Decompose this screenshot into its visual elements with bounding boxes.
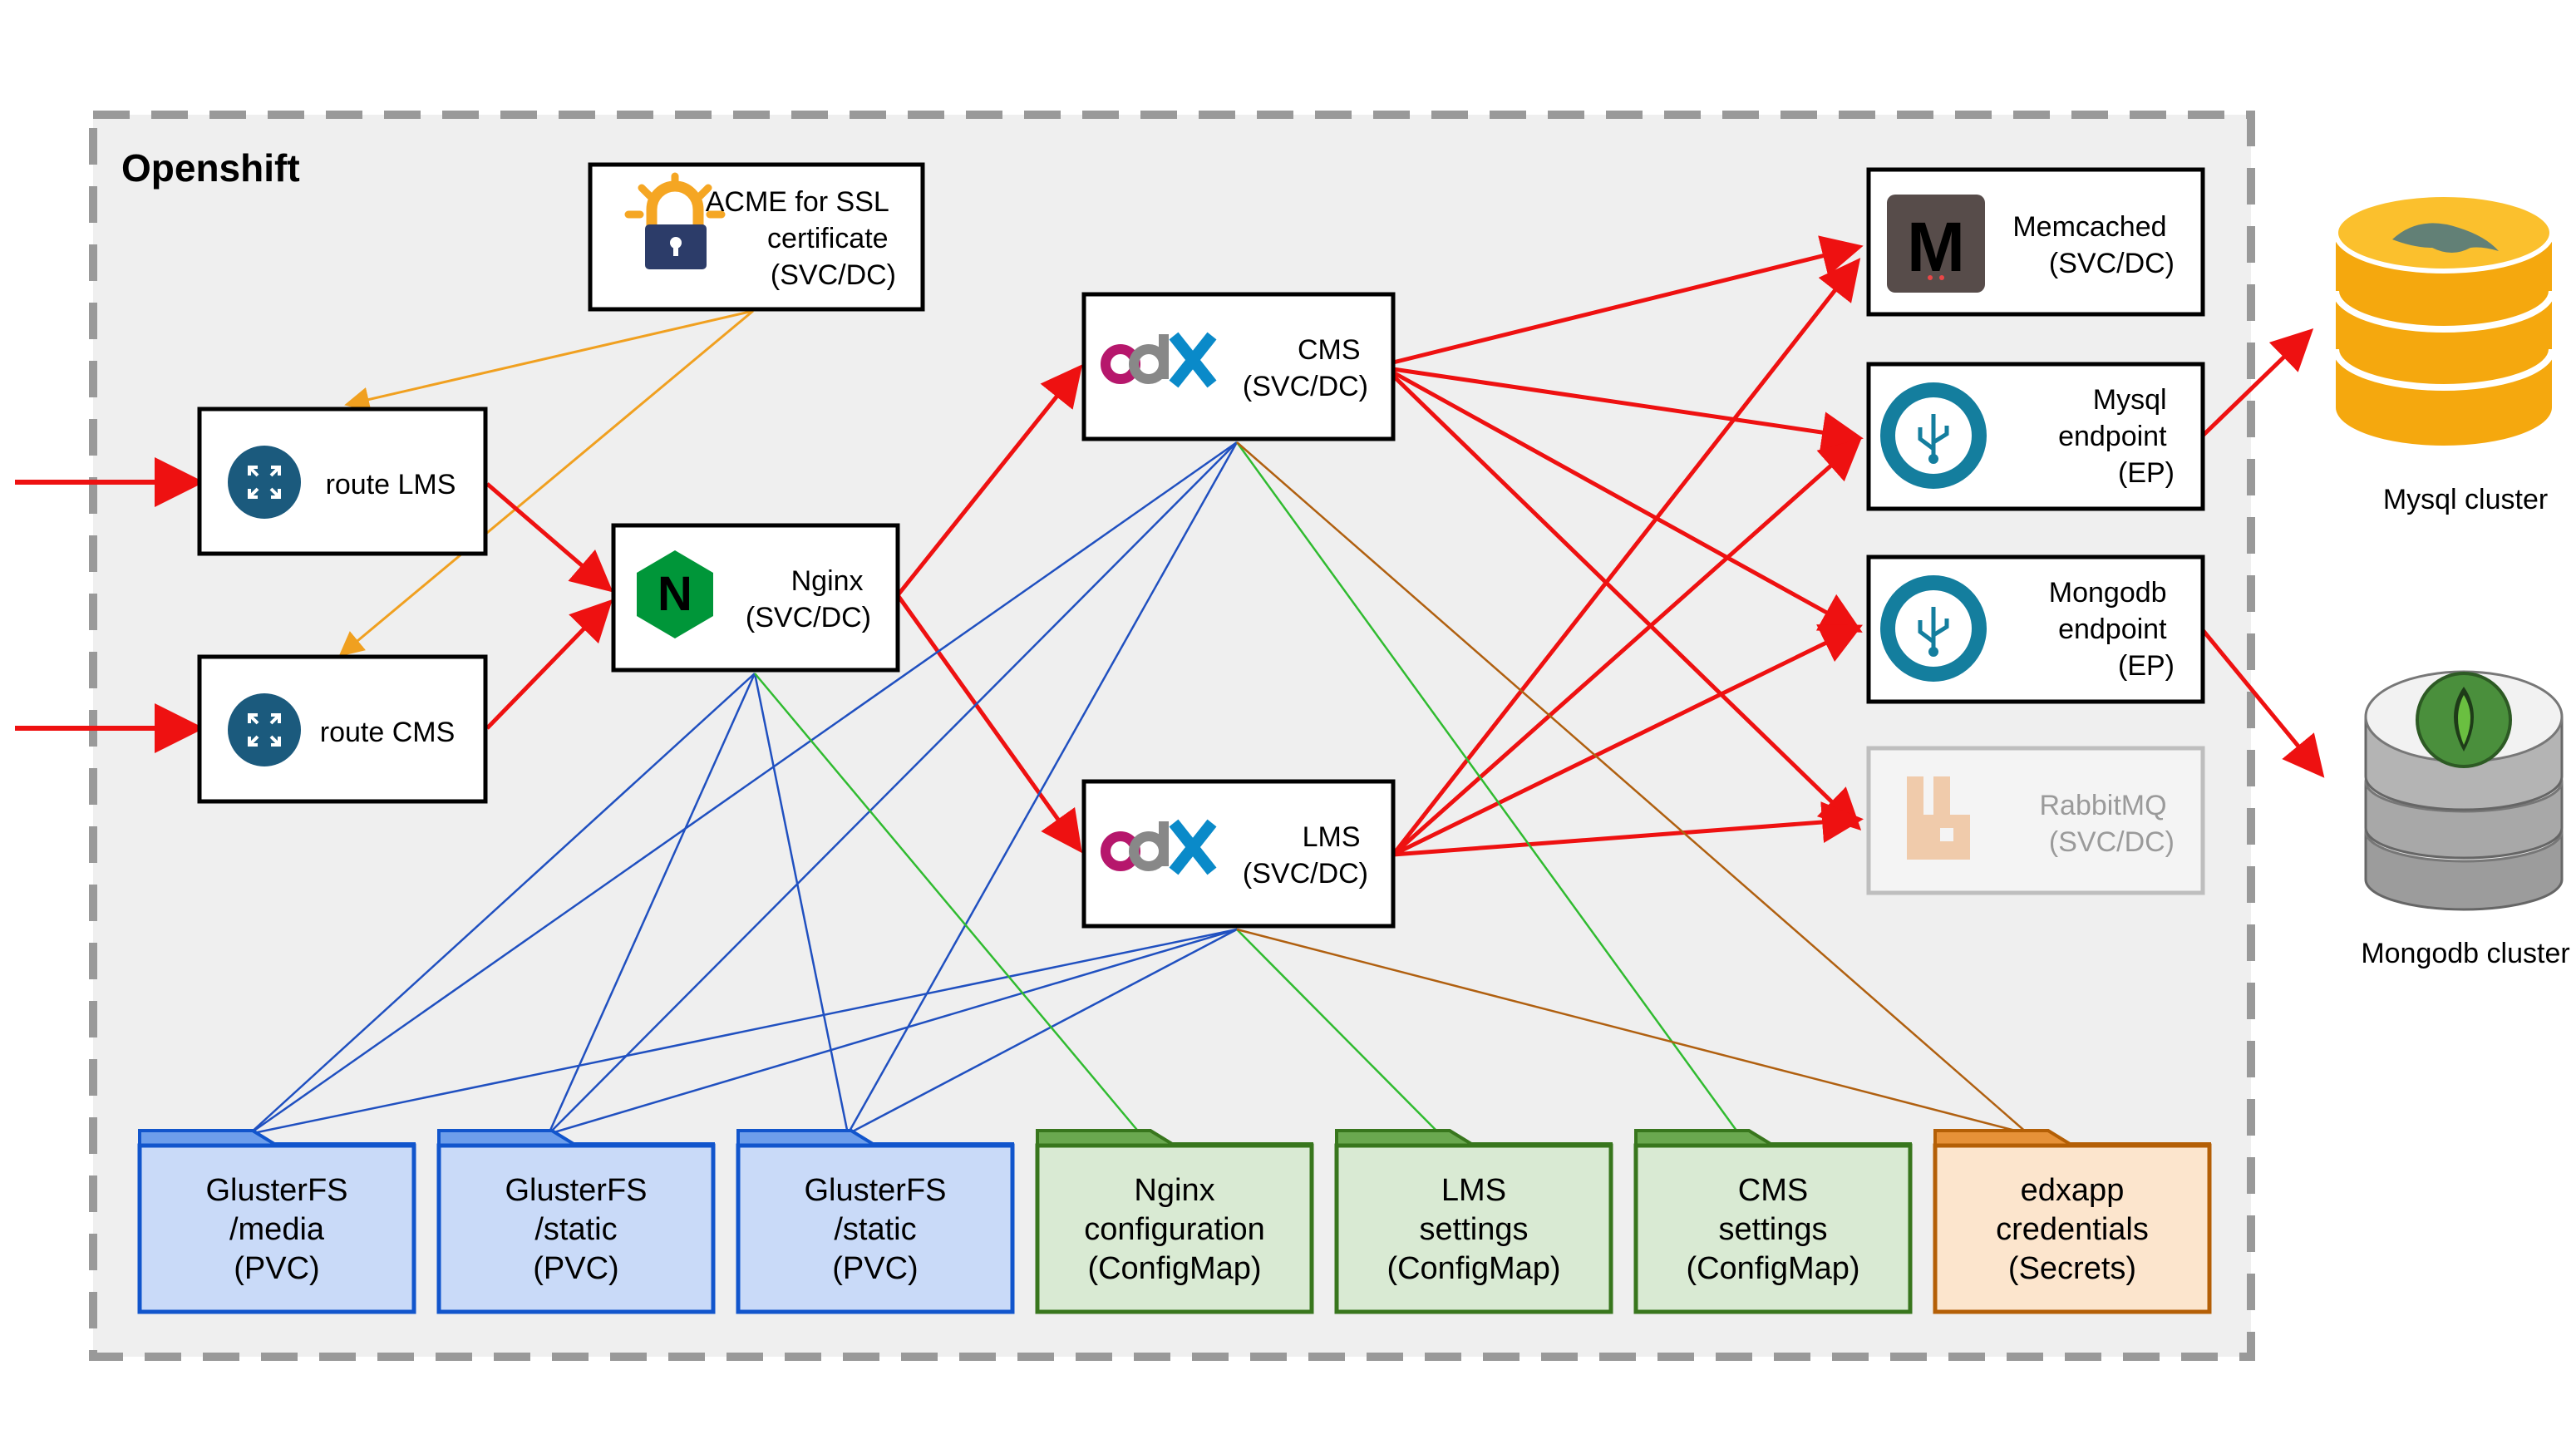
nginx-label: Nginx (SVC/DC): [746, 565, 871, 633]
folder-body: [1334, 1143, 1613, 1314]
folder-body: [1633, 1143, 1913, 1314]
lms-to-configmap: [1236, 929, 1441, 1135]
nginx-icon: N: [637, 550, 713, 638]
lms-to-mongodb: [1391, 624, 1863, 857]
rabbitmq-node[interactable]: RabbitMQ (SVC/DC): [1866, 746, 2205, 895]
acme-label: ACME for SSL certificate (SVC/DC): [706, 186, 896, 291]
nginx-to-pvc-1: [249, 673, 756, 1135]
cluster-title: Openshift: [121, 146, 300, 190]
mysql-endpoint-label: Mysql endpoint (EP): [2058, 384, 2175, 489]
usb-endpoint-icon: [1880, 382, 1987, 489]
cms-to-mongodb: [1391, 370, 1863, 633]
cms-to-pvc-3: [846, 441, 1239, 1135]
svg-text:N: N: [658, 567, 692, 621]
volume-label: GlusterFS/static(PVC): [804, 1173, 946, 1286]
lms-to-mysql: [1391, 438, 1862, 856]
edx-logo-icon: [1101, 819, 1217, 875]
connections: [249, 235, 2325, 1136]
lms-to-pvc-3: [847, 928, 1238, 1136]
acme-to-route-cms: [338, 309, 754, 657]
mongodb-cluster-label: Mongodb cluster: [2361, 938, 2569, 969]
cms-to-rabbitmq: [1391, 374, 1862, 830]
acme-node[interactable]: ACME for SSL certificate (SVC/DC): [588, 162, 925, 312]
lms-to-pvc-2: [548, 928, 1238, 1136]
rabbitmq-icon: [1907, 776, 1970, 860]
mongodb-ep-to-cluster: [2201, 628, 2325, 778]
memcached-icon: M: [1887, 195, 1985, 293]
folder-body: [1933, 1143, 2212, 1314]
memcached-node[interactable]: M Memcached (SVC/DC): [1866, 167, 2205, 317]
volume-label: GlusterFS/media(PVC): [205, 1173, 347, 1286]
cms-node[interactable]: CMS (SVC/DC): [1081, 292, 1396, 441]
route-cms-label: route CMS: [320, 717, 456, 748]
folder-body: [1035, 1143, 1314, 1314]
mysql-cluster: Mysql cluster: [2332, 192, 2555, 515]
cms-label: CMS (SVC/DC): [1243, 334, 1368, 402]
volume-pvc-3[interactable]: GlusterFS/static(PVC): [736, 1129, 1015, 1314]
route-arrows-icon: [228, 446, 301, 519]
folder-body: [436, 1143, 716, 1314]
acme-to-route-lms: [344, 309, 754, 412]
cms-to-pvc-2: [548, 441, 1238, 1135]
usb-endpoint-icon: [1880, 575, 1987, 682]
mongodb-cluster: Mongodb cluster: [2361, 670, 2570, 969]
rabbitmq-label: RabbitMQ (SVC/DC): [2039, 790, 2175, 858]
mongodb-endpoint-node[interactable]: Mongodb endpoint (EP): [1866, 554, 2205, 704]
volume-pvc-1[interactable]: GlusterFS/media(PVC): [137, 1129, 416, 1314]
incoming-traffic: [15, 457, 204, 753]
mongodb-database-icon: [2364, 670, 2564, 911]
route-arrows-icon: [228, 693, 301, 766]
cms-to-pvc-1: [249, 441, 1238, 1136]
folder-body: [137, 1143, 416, 1314]
route-lms-label: route LMS: [326, 469, 456, 500]
cms-to-mysql: [1392, 367, 1864, 453]
nginx-to-pvc-2: [547, 673, 756, 1135]
svg-text:M: M: [1907, 208, 1965, 286]
cms-to-configmap: [1235, 441, 1741, 1135]
folder-body: [736, 1143, 1015, 1314]
lms-label: LMS (SVC/DC): [1243, 821, 1368, 890]
lms-to-memcached: [1391, 258, 1861, 856]
mysql-database-icon: [2332, 192, 2555, 446]
nginx-to-pvc-3: [753, 673, 850, 1135]
nginx-to-cms: [896, 364, 1083, 597]
volumes: GlusterFS/media(PVC) GlusterFS/static(PVC…: [137, 1129, 2212, 1314]
route-cms-node[interactable]: route CMS: [197, 654, 488, 804]
mysql-cluster-label: Mysql cluster: [2383, 484, 2548, 515]
nginx-to-lms: [895, 594, 1082, 854]
volume-label: GlusterFS/static(PVC): [505, 1173, 647, 1286]
lock-icon: [624, 172, 726, 269]
edx-logo-icon: [1101, 332, 1217, 388]
cms-to-memcached: [1392, 235, 1864, 365]
route-lms-node[interactable]: route LMS: [197, 407, 488, 556]
nginx-to-configmap: [754, 673, 1141, 1135]
mongodb-endpoint-label: Mongodb endpoint (EP): [2049, 577, 2175, 682]
cms-to-secrets: [1236, 441, 2029, 1135]
memcached-label: Memcached (SVC/DC): [2012, 211, 2175, 279]
lms-node[interactable]: LMS (SVC/DC): [1081, 779, 1396, 929]
lms-to-secrets: [1236, 928, 2029, 1136]
route-lms-to-nginx: [485, 482, 613, 593]
mysql-endpoint-node[interactable]: Mysql endpoint (EP): [1866, 362, 2205, 511]
nginx-node[interactable]: N Nginx (SVC/DC): [611, 523, 900, 673]
route-cms-to-nginx: [485, 599, 613, 730]
mysql-ep-to-cluster: [2201, 328, 2314, 437]
lms-to-rabbitmq: [1392, 801, 1864, 857]
lms-to-pvc-1: [249, 928, 1238, 1136]
volume-pvc-2[interactable]: GlusterFS/static(PVC): [436, 1129, 716, 1314]
